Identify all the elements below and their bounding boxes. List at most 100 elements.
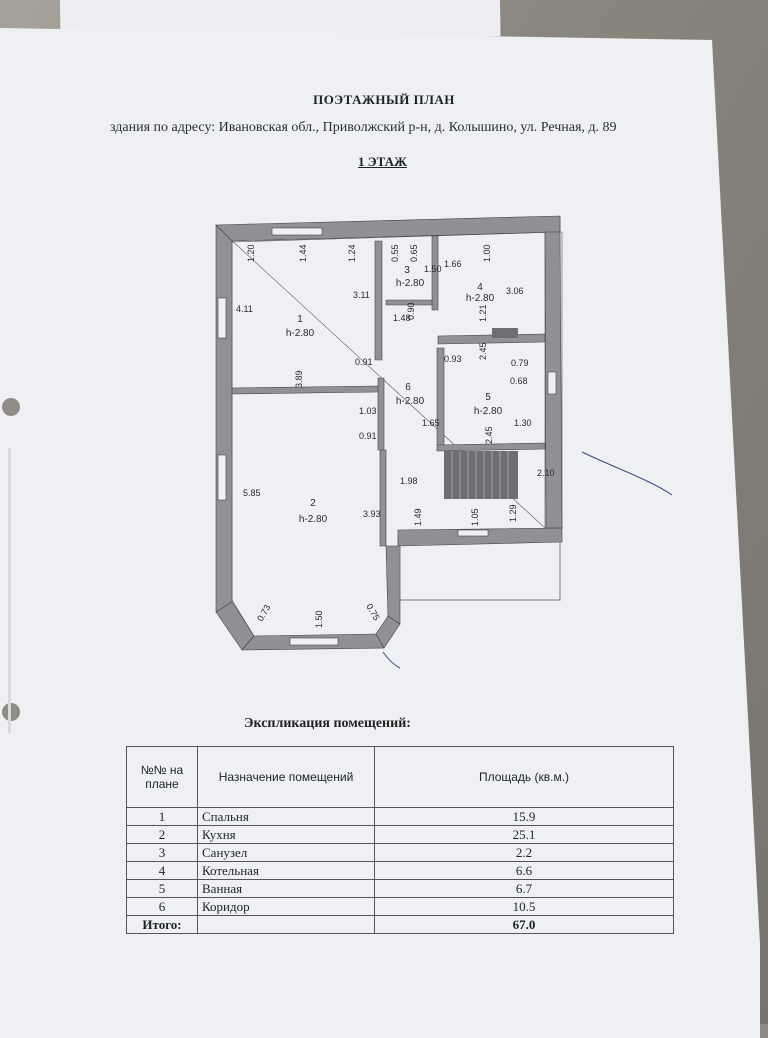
dimension-label: 1.24	[347, 244, 357, 262]
dimension-label: 0.79	[511, 358, 529, 368]
dimension-label: 1.00	[482, 244, 492, 262]
table-row: 2 Кухня 25.1	[126, 825, 674, 844]
pen-mark	[382, 651, 401, 669]
window	[289, 637, 339, 646]
table-row: 6 Коридор 10.5	[126, 897, 674, 916]
dimension-label: 2.45	[484, 426, 494, 444]
table-row: 5 Ванная 6.7	[126, 879, 674, 898]
row-name: Кухня	[197, 825, 375, 844]
dimension-label: 0.90	[406, 302, 416, 320]
window	[457, 529, 489, 537]
window	[217, 454, 227, 501]
row-number: 5	[126, 879, 198, 898]
porch-outline	[399, 542, 561, 601]
dimension-label: 1.50	[314, 610, 324, 628]
explication-title: Экспликация помещений:	[244, 716, 411, 731]
dimension-labels: 1.20 1.44 1.24 4.11 3.11 0.91 3.89 1.03 …	[236, 244, 555, 628]
binder-slot	[8, 448, 11, 733]
address-line: здания по адресу: Ивановская обл., Приво…	[110, 120, 617, 135]
dimension-label: 2.45	[478, 342, 488, 360]
stairs	[444, 451, 518, 499]
dimension-label: 1.05	[470, 508, 480, 526]
dimension-label: 1.65	[422, 418, 440, 428]
room-height: h-2.80	[299, 514, 328, 525]
dimension-label: 0.55	[390, 244, 400, 262]
dimension-label: 1.30	[514, 418, 532, 428]
row-area: 6.7	[374, 879, 674, 898]
room-number: 1	[297, 314, 303, 325]
window	[271, 227, 323, 236]
page-title: ПОЭТАЖНЫЙ ПЛАН	[313, 92, 455, 107]
row-area: 2.2	[374, 843, 674, 862]
dimension-label: 3.89	[294, 370, 304, 388]
dimension-label: 1.48	[393, 313, 411, 323]
dimension-label: 1.44	[298, 244, 308, 262]
dimension-label: 1.03	[359, 406, 377, 416]
room-number: 2	[310, 498, 316, 509]
row-name: Ванная	[197, 879, 375, 898]
dimension-label: 1.21	[478, 304, 488, 322]
table-header-row: №№ на плане Назначение помещений Площадь…	[126, 746, 674, 808]
row-number: 6	[126, 897, 198, 916]
total-empty-cell	[197, 915, 375, 934]
boiler-unit	[492, 328, 518, 338]
row-area: 25.1	[374, 825, 674, 844]
dimension-label: 0.75	[364, 602, 381, 622]
total-area: 67.0	[374, 915, 674, 934]
room-height: h-2.80	[396, 396, 425, 407]
header-purpose: Назначение помещений	[197, 746, 375, 808]
total-label: Итого:	[126, 915, 198, 934]
row-number: 3	[126, 843, 198, 862]
pen-mark	[581, 451, 673, 496]
row-name: Спальня	[197, 807, 375, 826]
row-area: 15.9	[374, 807, 674, 826]
dimension-label: 5.85	[243, 488, 261, 498]
row-area: 6.6	[374, 861, 674, 880]
dimension-label: 1.49	[413, 508, 423, 526]
dimension-label: 1.66	[444, 259, 462, 269]
dimension-label: 4.11	[236, 304, 253, 314]
table-row: 3 Санузел 2.2	[126, 843, 674, 862]
row-name: Санузел	[197, 843, 375, 862]
room-number: 5	[485, 392, 491, 403]
dimension-label: 3.93	[363, 509, 381, 519]
dimension-label: 3.11	[353, 290, 370, 300]
header-number: №№ на плане	[126, 746, 198, 808]
table-row: 4 Котельная 6.6	[126, 861, 674, 880]
window	[217, 297, 227, 339]
room-height: h-2.80	[466, 293, 495, 304]
row-number: 4	[126, 861, 198, 880]
dimension-label: 1.98	[400, 476, 418, 486]
table-row: 1 Спальня 15.9	[126, 807, 674, 826]
dimension-label: 1.20	[246, 244, 256, 262]
dimension-label: 0.91	[359, 431, 377, 441]
window	[547, 371, 557, 395]
dimension-label: 0.91	[355, 357, 373, 367]
dimension-label: 3.06	[506, 286, 524, 296]
room-number: 6	[405, 382, 411, 393]
row-area: 10.5	[374, 897, 674, 916]
dimension-label: 1.29	[508, 504, 518, 522]
room-height: h-2.80	[286, 328, 315, 339]
dimension-label: 1.50	[424, 264, 442, 274]
dimension-label: 2.10	[537, 468, 555, 478]
header-area: Площадь (кв.м.)	[374, 746, 674, 808]
walls	[215, 215, 563, 651]
floor-label: 1 ЭТАЖ	[358, 154, 407, 169]
explication-table: №№ на плане Назначение помещений Площадь…	[126, 746, 674, 934]
room-height: h-2.80	[474, 406, 503, 417]
room-number: 3	[404, 265, 410, 276]
table-total-row: Итого: 67.0	[126, 915, 674, 934]
dimension-label: 0.73	[255, 603, 272, 623]
dimension-label: 0.68	[510, 376, 528, 386]
row-number: 1	[126, 807, 198, 826]
row-name: Коридор	[197, 897, 375, 916]
punch-hole	[2, 398, 20, 416]
row-number: 2	[126, 825, 198, 844]
punch-hole	[2, 703, 20, 721]
room-number: 4	[477, 282, 483, 293]
dimension-label: 0.93	[444, 354, 462, 364]
row-name: Котельная	[197, 861, 375, 880]
room-height: h-2.80	[396, 278, 425, 289]
